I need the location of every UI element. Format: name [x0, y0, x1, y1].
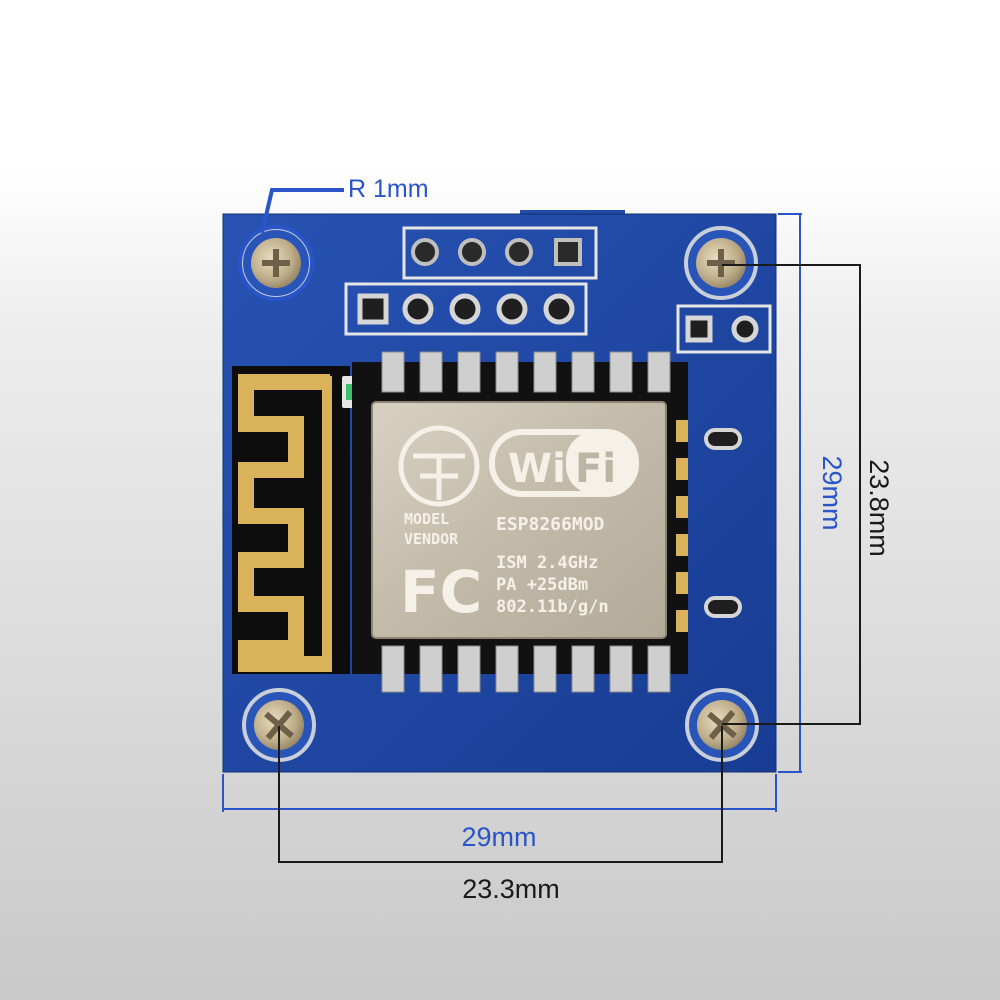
hole-spacing-vertical-dimension: [722, 264, 861, 725]
spec-line-3: 802.11b/g/n: [496, 597, 609, 617]
hole-spacing-horizontal-dimension: [278, 726, 723, 863]
model-label-line1: MODEL: [404, 510, 449, 528]
header-pins-top: [402, 226, 598, 280]
board-width-dimension: [222, 774, 777, 812]
hole-spacing-horizontal-label: 23.3mm: [462, 874, 560, 904]
board-height-label: 29mm: [817, 455, 847, 530]
module-side-pads: [676, 420, 688, 632]
wifi-logo: [489, 429, 639, 497]
model-name: ESP8266MOD: [496, 514, 605, 535]
model-label-line2: VENDOR: [404, 530, 459, 548]
board-width-label: 29mm: [461, 822, 536, 852]
module-bottom-pins: [381, 645, 671, 693]
corner-radius-callout: [238, 188, 344, 301]
pcb-antenna: [232, 366, 350, 674]
wifi-logo-text-wi: Wi: [508, 446, 566, 492]
hole-spacing-vertical-label: 23.8mm: [864, 459, 894, 557]
pcb-slots: [704, 428, 742, 618]
mounting-screw-top-right: [684, 226, 758, 300]
corner-radius-label: R 1mm: [348, 175, 429, 203]
spec-line-1: ISM 2.4GHz: [496, 553, 598, 573]
wifi-logo-text-fi: Fi: [575, 446, 616, 492]
model-emblem-icon: [398, 425, 480, 507]
spec-line-2: PA +25dBm: [496, 575, 588, 595]
fcc-logo: FC: [400, 558, 482, 626]
board-height-dimension: [778, 213, 802, 773]
header-pins-right: [676, 304, 772, 354]
esp8266-shield: Wi Fi MODEL VENDOR ESP8266MOD FC ISM 2.4…: [371, 401, 667, 639]
module-top-pins: [381, 351, 671, 393]
header-pins-bottom: [344, 282, 588, 336]
